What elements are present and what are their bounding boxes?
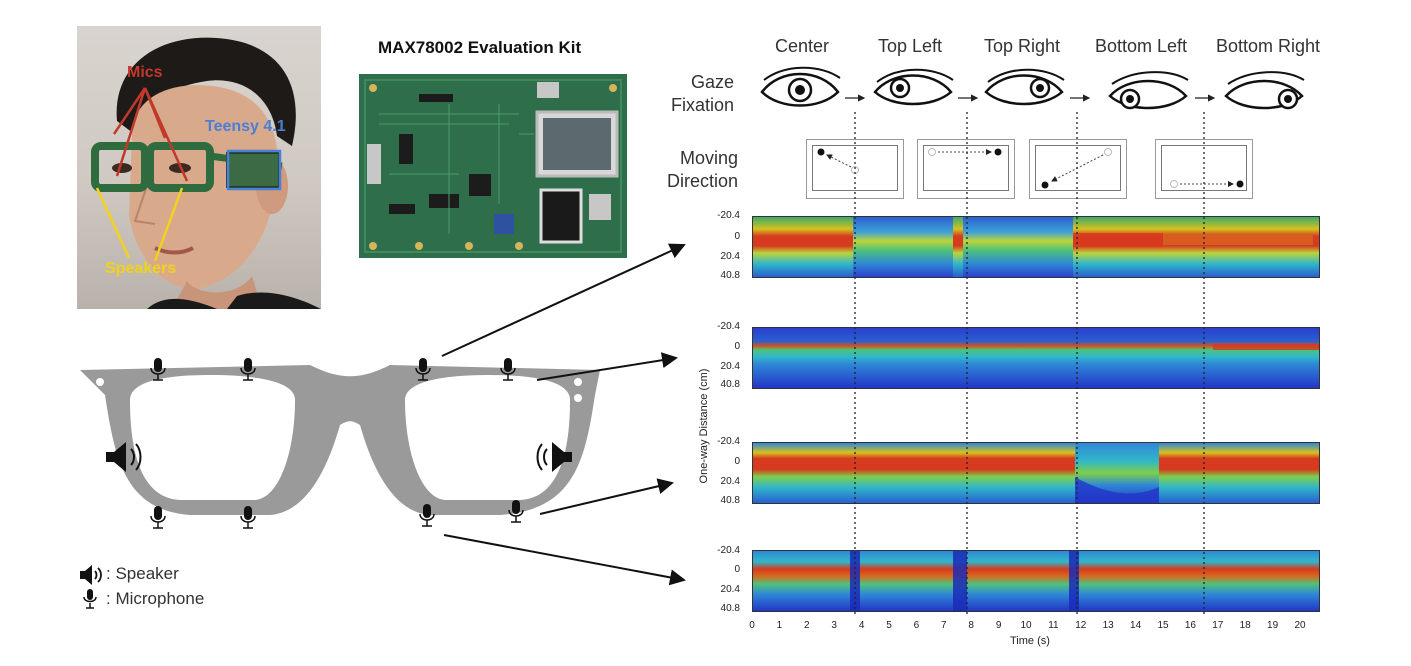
- speaker-left-icon: [106, 442, 142, 472]
- evaluation-board-image: [359, 74, 627, 258]
- xtick-13: 13: [1102, 620, 1114, 631]
- moving-arrow-bottom-right-icon: [1170, 180, 1244, 188]
- ytick-3-c: 20.4: [720, 476, 740, 487]
- ytick-4-d: 40.8: [720, 603, 740, 614]
- direction-label-center: Center: [774, 36, 830, 56]
- xtick-10: 10: [1020, 620, 1032, 631]
- xtick-14: 14: [1130, 620, 1142, 631]
- gaze-label-line-1: Gaze: [690, 72, 734, 92]
- legend-speaker-icon: [80, 565, 102, 585]
- xtick-2: 2: [804, 620, 810, 631]
- xtick-7: 7: [941, 620, 947, 631]
- xtick-6: 6: [913, 620, 920, 631]
- glasses-diagram: [80, 357, 600, 529]
- direction-label-top-left: Top Left: [877, 36, 943, 56]
- xtick-9: 9: [995, 620, 1002, 631]
- xtick-20: 20: [1294, 620, 1306, 631]
- ytick-2-a: -20.4: [717, 321, 740, 332]
- moving-box-right: [917, 139, 1015, 199]
- xtick-17: 17: [1212, 620, 1224, 631]
- legend-microphone-text: : Microphone: [106, 589, 205, 608]
- gaze-label-line-2: Fixation: [670, 95, 734, 115]
- xtick-8: 8: [968, 620, 974, 631]
- xtick-19: 19: [1267, 620, 1279, 631]
- gaze-eyes-row: [760, 66, 1305, 110]
- moving-label-line-2: Direction: [666, 171, 738, 191]
- eye-top-right-icon: [984, 68, 1065, 106]
- ytick-1-c: 20.4: [720, 251, 740, 262]
- direction-label-top-right: Top Right: [983, 36, 1061, 56]
- eye-center-icon: [760, 66, 841, 107]
- xtick-15: 15: [1157, 620, 1169, 631]
- board-title: MAX78002 Evaluation Kit: [378, 38, 582, 57]
- speaker-right-icon: [536, 442, 572, 472]
- xtick-0: 0: [749, 620, 755, 631]
- ytick-2-c: 20.4: [720, 361, 740, 372]
- xtick-3: 3: [831, 620, 837, 631]
- legend-speaker-text: : Speaker: [106, 564, 179, 583]
- spectrogram-xlabel: Time (s): [1010, 635, 1050, 647]
- xtick-18: 18: [1239, 620, 1251, 631]
- xtick-4: 4: [858, 620, 865, 631]
- moving-direction-label: Moving Direction: [660, 147, 738, 193]
- ytick-4-b: 0: [734, 564, 740, 575]
- mics-label: Mics: [127, 64, 163, 81]
- xtick-5: 5: [886, 620, 892, 631]
- moving-box-bottom-left: [1029, 139, 1127, 199]
- moving-arrow-right-icon: [928, 148, 1002, 156]
- eye-bottom-right-icon: [1224, 71, 1305, 110]
- person-photo: Mics Teensy 4.1 Speakers: [77, 26, 321, 309]
- ytick-4-c: 20.4: [720, 584, 740, 595]
- ytick-3-d: 40.8: [720, 495, 740, 506]
- ytick-3-b: 0: [734, 456, 740, 467]
- speakers-label: Speakers: [105, 260, 177, 277]
- ytick-1-d: 40.8: [720, 270, 740, 281]
- eye-top-left-icon: [873, 68, 954, 106]
- spectrogram-1: [752, 216, 1320, 278]
- ytick-2-d: 40.8: [720, 379, 740, 390]
- person-illustration: [91, 37, 321, 309]
- spectrogram-3: [752, 442, 1320, 504]
- teensy-label: Teensy 4.1: [205, 118, 286, 135]
- ytick-3-a: -20.4: [717, 436, 740, 447]
- xtick-16: 16: [1184, 620, 1196, 631]
- ytick-1-a: -20.4: [717, 210, 740, 221]
- xtick-12: 12: [1075, 620, 1087, 631]
- spectrogram-2: [752, 327, 1320, 389]
- legend-microphone-icon: [83, 589, 97, 609]
- xtick-1: 1: [776, 620, 783, 631]
- ytick-4-a: -20.4: [717, 545, 740, 556]
- xtick-11: 11: [1048, 620, 1059, 631]
- direction-label-bottom-right: Bottom Right: [1215, 36, 1321, 56]
- ytick-1-b: 0: [734, 231, 740, 242]
- direction-label-bottom-left: Bottom Left: [1094, 36, 1188, 56]
- eye-bottom-left-icon: [1108, 71, 1189, 110]
- gaze-fixation-label: Gaze Fixation: [660, 71, 734, 117]
- ytick-2-b: 0: [734, 341, 740, 352]
- spectrogram-4: [752, 550, 1320, 612]
- moving-label-line-1: Moving: [679, 148, 738, 168]
- evaluation-board-illustration: [359, 74, 627, 258]
